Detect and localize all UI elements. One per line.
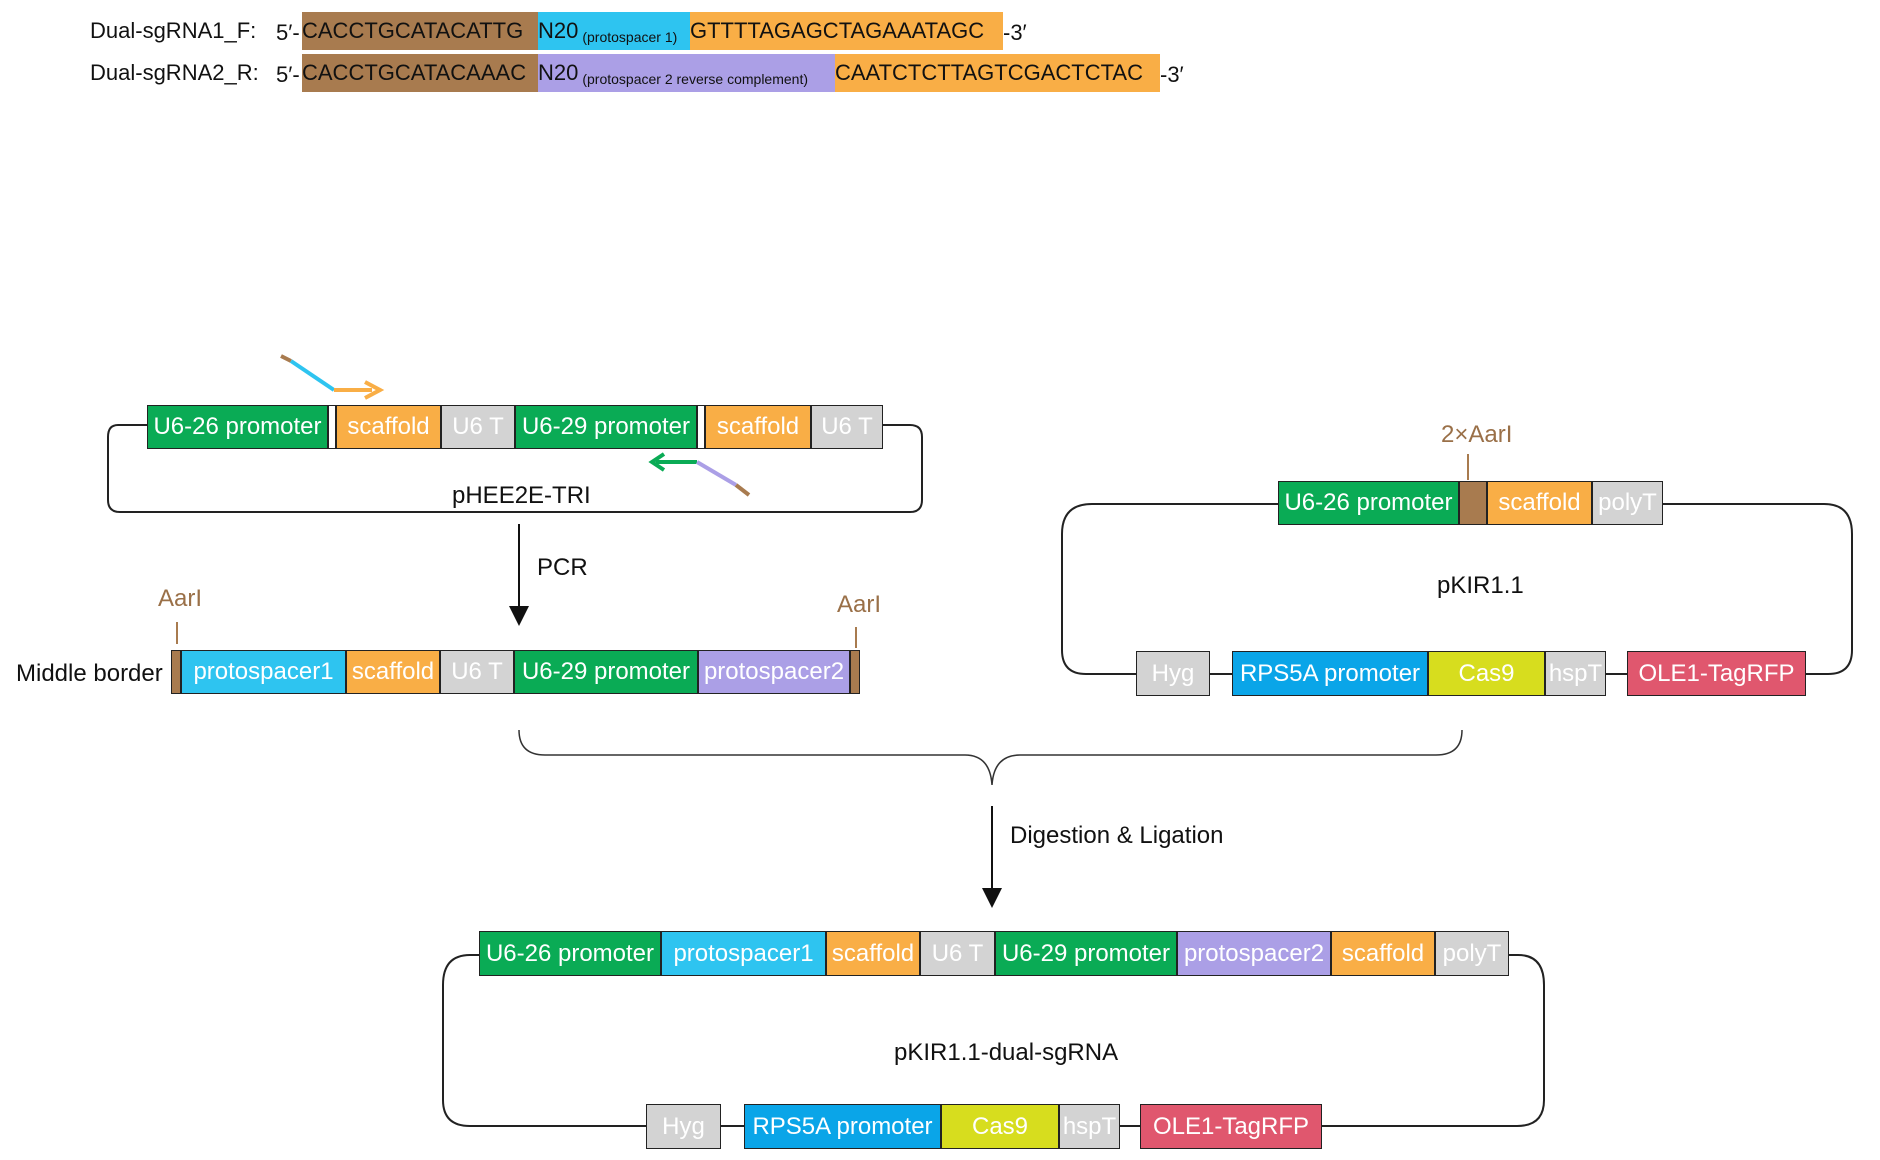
pcr-label: PCR xyxy=(537,554,588,581)
vector-hspt: hspT xyxy=(1545,651,1606,696)
final-hspt: hspT xyxy=(1059,1104,1120,1149)
template-scaffold-1: scaffold xyxy=(336,405,441,449)
primer1-n20-note: (protospacer 1) xyxy=(582,29,678,45)
vector-cas9: Cas9 xyxy=(1428,651,1545,696)
primer1-n20: N20 xyxy=(538,18,579,43)
primer1-name: Dual-sgRNA1_F: xyxy=(90,18,257,43)
pcr-protospacer2: protospacer2 xyxy=(698,650,850,694)
final-protospacer2: protospacer2 xyxy=(1177,931,1331,976)
digestion-ligation-label: Digestion & Ligation xyxy=(1010,822,1224,849)
final-scaffold-2: scaffold xyxy=(1331,931,1435,976)
final-u6t: U6 T xyxy=(920,931,995,976)
vector-hyg: Hyg xyxy=(1136,651,1210,696)
pcr-aari-left: AarI xyxy=(158,585,203,612)
template-spacer-2 xyxy=(697,405,705,449)
template-spacer-1 xyxy=(328,405,336,449)
primer1-tail-seq: GTTTTAGAGCTAGAAATAGC xyxy=(690,12,1003,50)
primer2-suffix: -3′ xyxy=(1160,62,1184,87)
reverse-primer-arrowhead xyxy=(648,452,666,472)
vector-aari-label: 2×AarI xyxy=(1441,421,1513,448)
final-polyt: polyT xyxy=(1435,931,1509,976)
merge-brace xyxy=(518,729,1463,786)
template-u6-26-promoter: U6-26 promoter xyxy=(147,405,328,449)
primer1-suffix: -3′ xyxy=(1003,20,1027,45)
primer2-n20: N20 xyxy=(538,60,579,85)
vector-backbone-right xyxy=(1663,503,1853,675)
primer1-n20-block: N20 (protospacer 1) xyxy=(538,12,690,50)
final-rps5a-promoter: RPS5A promoter xyxy=(744,1104,941,1149)
vector-ole1-tagrfp: OLE1-TagRFP xyxy=(1627,651,1806,696)
primer1-prefix: 5′- xyxy=(276,20,300,45)
template-u6t-2: U6 T xyxy=(811,405,883,449)
pcr-u6t: U6 T xyxy=(440,650,514,694)
primer2-n20-block: N20 (protospacer 2 reverse complement) xyxy=(538,54,835,92)
vector-u6-26-promoter: U6-26 promoter xyxy=(1278,481,1459,525)
pcr-scaffold: scaffold xyxy=(346,650,440,694)
vector-backbone-left xyxy=(1061,503,1278,675)
template-scaffold-2: scaffold xyxy=(705,405,811,449)
vector-plasmid-name: pKIR1.1 xyxy=(1437,572,1524,599)
vector-polyt: polyT xyxy=(1592,481,1663,525)
pcr-middle-border-label: Middle border xyxy=(16,660,163,687)
pcr-aari-right-block xyxy=(850,650,860,694)
vector-aari-block xyxy=(1459,481,1487,525)
primer2-site-seq: CACCTGCATACAAAC xyxy=(302,54,538,92)
final-backbone-left xyxy=(442,954,646,1127)
primer2-n20-note: (protospacer 2 reverse complement) xyxy=(582,71,809,87)
final-u6-29-promoter: U6-29 promoter xyxy=(995,931,1177,976)
final-scaffold-1: scaffold xyxy=(826,931,920,976)
pcr-protospacer1: protospacer1 xyxy=(181,650,346,694)
final-plasmid-name: pKIR1.1-dual-sgRNA xyxy=(894,1039,1119,1066)
pcr-aari-left-block xyxy=(171,650,181,694)
template-u6t-1: U6 T xyxy=(441,405,515,449)
forward-primer-protospacer xyxy=(289,359,336,392)
final-hyg: Hyg xyxy=(646,1104,721,1149)
vector-scaffold: scaffold xyxy=(1487,481,1592,525)
vector-rps5a-promoter: RPS5A promoter xyxy=(1232,651,1428,696)
primer2-tail-seq: CAATCTCTTAGTCGACTCTAC xyxy=(835,54,1160,92)
final-cas9: Cas9 xyxy=(941,1104,1059,1149)
template-backbone xyxy=(107,424,923,513)
reverse-primer-protospacer xyxy=(695,460,738,487)
final-backbone-right xyxy=(1322,954,1545,1127)
template-plasmid-name: pHEE2E-TRI xyxy=(452,482,591,509)
forward-primer-arrowhead xyxy=(364,380,385,400)
final-ole1-tagrfp: OLE1-TagRFP xyxy=(1140,1104,1322,1149)
primer2-prefix: 5′- xyxy=(276,62,300,87)
pcr-u6-29-promoter: U6-29 promoter xyxy=(514,650,698,694)
reverse-primer-tail xyxy=(734,483,751,497)
final-protospacer1: protospacer1 xyxy=(661,931,826,976)
pcr-aari-right: AarI xyxy=(837,591,882,618)
final-u6-26-promoter: U6-26 promoter xyxy=(479,931,661,976)
template-u6-29-promoter: U6-29 promoter xyxy=(515,405,697,449)
primer1-site-seq: CACCTGCATACATTG xyxy=(302,12,538,50)
forward-primer-tail xyxy=(280,354,292,363)
primer2-name: Dual-sgRNA2_R: xyxy=(90,60,259,85)
